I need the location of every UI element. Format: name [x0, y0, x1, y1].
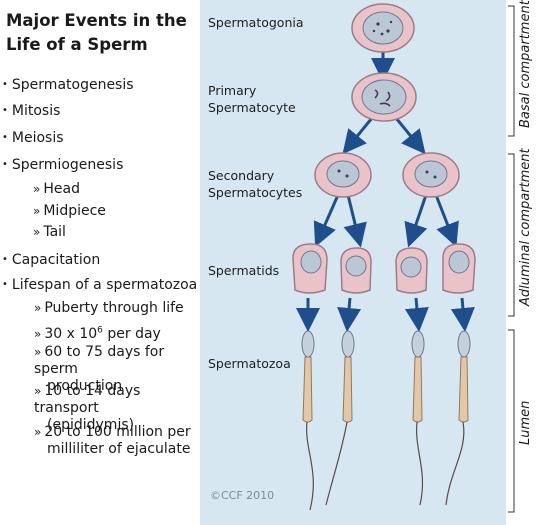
panel-title: Major Events in the Life of a Sperm: [6, 9, 201, 57]
secondary-spermatocyte-left: [314, 152, 372, 198]
lifespan-rate: 30 x 106 per day: [34, 322, 204, 343]
spermatid-4: [442, 243, 476, 294]
stage-spermatogonia: Spermatogonia: [208, 15, 304, 30]
spermatozoon-4: [445, 330, 471, 506]
lifespan-count: 20 to 100 million per milliliter of ejac…: [34, 424, 204, 458]
lifespan-count-line2: milliliter of ejaculate: [47, 441, 191, 457]
title-line-1: Major Events in the: [6, 11, 187, 30]
label-lumen: Lumen: [518, 400, 533, 445]
arrow-secondary-right-to-spermatid-3: [404, 194, 428, 248]
compartment-rail: Basal compartment Adluminal compartment …: [506, 0, 540, 525]
basal-bracket: [508, 5, 515, 137]
spermatozoon-2: [325, 330, 355, 506]
spermatid-2: [340, 247, 372, 294]
spermatogenesis-diagram: Spermatogonia Primary Spermatocyte Secon…: [200, 0, 506, 525]
spermiogenesis-tail: Tail: [33, 223, 66, 241]
label-basal-compartment: Basal compartment: [518, 0, 533, 128]
event-spermatogenesis: Spermatogenesis: [2, 76, 134, 96]
arrow-spermatid-4-to-spermatozoon: [450, 297, 475, 332]
lifespan-puberty-text: Puberty through life: [34, 300, 184, 316]
spermiogenesis-midpiece: Midpiece: [33, 202, 106, 220]
spermatogonium-cell: [351, 3, 415, 53]
rate-base: 30 x 10: [44, 325, 98, 342]
compartment-brackets: [508, 5, 515, 513]
event-lifespan: Lifespan of a spermatozoa: [2, 276, 197, 296]
arrow-primary-to-secondary-right: [394, 117, 426, 155]
arrow-spermatid-2-to-spermatozoon: [337, 297, 362, 332]
lifespan-transport-line2: (epididymis): [47, 417, 135, 433]
primary-spermatocyte-cell: [351, 72, 417, 122]
lifespan-rate-text: 30 x 106 per day: [34, 325, 161, 342]
event-capacitation: Capacitation: [2, 251, 100, 271]
title-line-2: Life of a Sperm: [6, 35, 148, 54]
rate-exponent: 6: [97, 325, 103, 335]
lifespan-puberty: Puberty through life: [34, 300, 204, 317]
event-mitosis: Mitosis: [2, 102, 61, 122]
stage-spermatozoa: Spermatozoa: [208, 356, 291, 371]
lifespan-transport-line1: 10 to 14 days transport: [34, 383, 140, 416]
arrow-spermatid-3-to-spermatozoon: [404, 297, 429, 332]
arrow-secondary-left-to-spermatid-1: [313, 194, 340, 247]
arrow-primary-to-secondary-left: [342, 117, 374, 155]
stage-primary-spermatocyte: Primary Spermatocyte: [208, 82, 296, 116]
lifespan-count-line1: 20 to 100 million per: [34, 424, 191, 440]
lifespan-transport: 10 to 14 days transport (epididymis): [34, 383, 204, 434]
spermatozoon-3: [411, 330, 425, 506]
lifespan-production: 60 to 75 days for sperm production: [34, 344, 204, 395]
diagram-illustration: [292, 3, 476, 511]
spermiogenesis-head: Head: [33, 180, 80, 198]
copyright-notice: ©CCF 2010: [210, 489, 275, 502]
event-spermiogenesis: Spermiogenesis: [2, 156, 123, 176]
arrow-secondary-right-to-spermatid-4: [434, 194, 459, 248]
spermatozoon-1: [301, 330, 315, 511]
spermatid-3: [395, 247, 428, 294]
lumen-bracket: [508, 329, 515, 513]
stage-spermatids: Spermatids: [208, 263, 280, 278]
stage-secondary-spermatocytes: Secondary Spermatocytes: [208, 167, 302, 201]
event-meiosis: Meiosis: [2, 129, 64, 149]
adluminal-bracket: [508, 153, 515, 317]
events-panel: Major Events in the Life of a Sperm Sper…: [0, 0, 200, 525]
secondary-spermatocyte-right: [402, 152, 460, 198]
rate-unit: per day: [102, 325, 161, 342]
stage-secondary-line2: Spermatocytes: [208, 185, 303, 200]
arrow-secondary-left-to-spermatid-2: [343, 194, 367, 248]
stage-primary-line1: Primary: [208, 83, 257, 98]
stage-primary-line2: Spermatocyte: [208, 100, 296, 115]
lifespan-production-line1: 60 to 75 days for sperm: [34, 344, 164, 377]
stage-secondary-line1: Secondary: [208, 168, 275, 183]
label-adluminal-compartment: Adluminal compartment: [518, 148, 533, 306]
spermatid-1: [292, 243, 328, 294]
lifespan-production-line2: production: [47, 378, 123, 394]
